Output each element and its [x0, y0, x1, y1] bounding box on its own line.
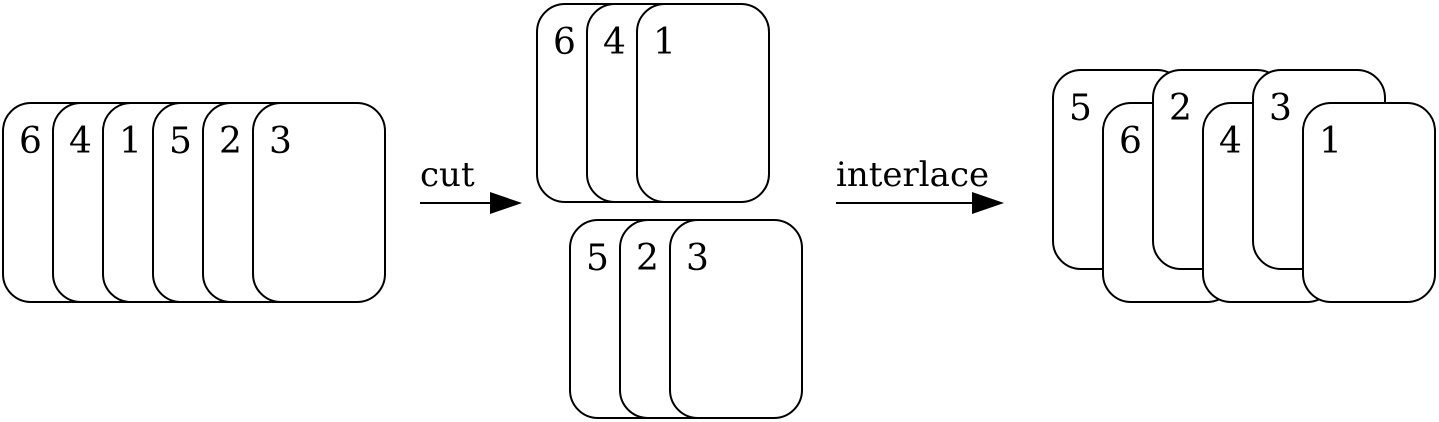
card-number: 5	[169, 121, 192, 162]
interlace-label: interlace	[836, 155, 989, 195]
card-number: 6	[1119, 121, 1142, 162]
interlace-arrow: interlace	[836, 155, 1004, 214]
cut-label: cut	[420, 155, 475, 195]
card-number: 6	[553, 22, 576, 63]
card-number: 5	[1069, 88, 1092, 129]
card: 3	[669, 219, 803, 419]
card-number: 1	[1319, 121, 1342, 162]
card-outline	[669, 219, 803, 419]
card-number: 3	[686, 238, 709, 279]
card-number: 1	[119, 121, 142, 162]
card-number: 2	[636, 238, 659, 279]
card-number: 2	[1169, 88, 1192, 129]
card: 3	[252, 102, 386, 303]
cut-arrow: cut	[420, 155, 522, 214]
card: 1	[636, 3, 770, 203]
card-number: 4	[69, 121, 92, 162]
interlace-arrow-head	[972, 192, 1004, 214]
card-number: 4	[603, 22, 626, 63]
card-outline	[636, 3, 770, 203]
card-number: 5	[586, 238, 609, 279]
card-number: 1	[653, 22, 676, 63]
card-number: 3	[1269, 88, 1292, 129]
cut-arrow-head	[490, 192, 522, 214]
card-number: 2	[219, 121, 242, 162]
card: 1	[1302, 102, 1436, 303]
card-number: 4	[1219, 121, 1242, 162]
card-outline	[1302, 102, 1436, 303]
card-number: 6	[19, 121, 42, 162]
card-number: 3	[269, 121, 292, 162]
card-outline	[252, 102, 386, 303]
